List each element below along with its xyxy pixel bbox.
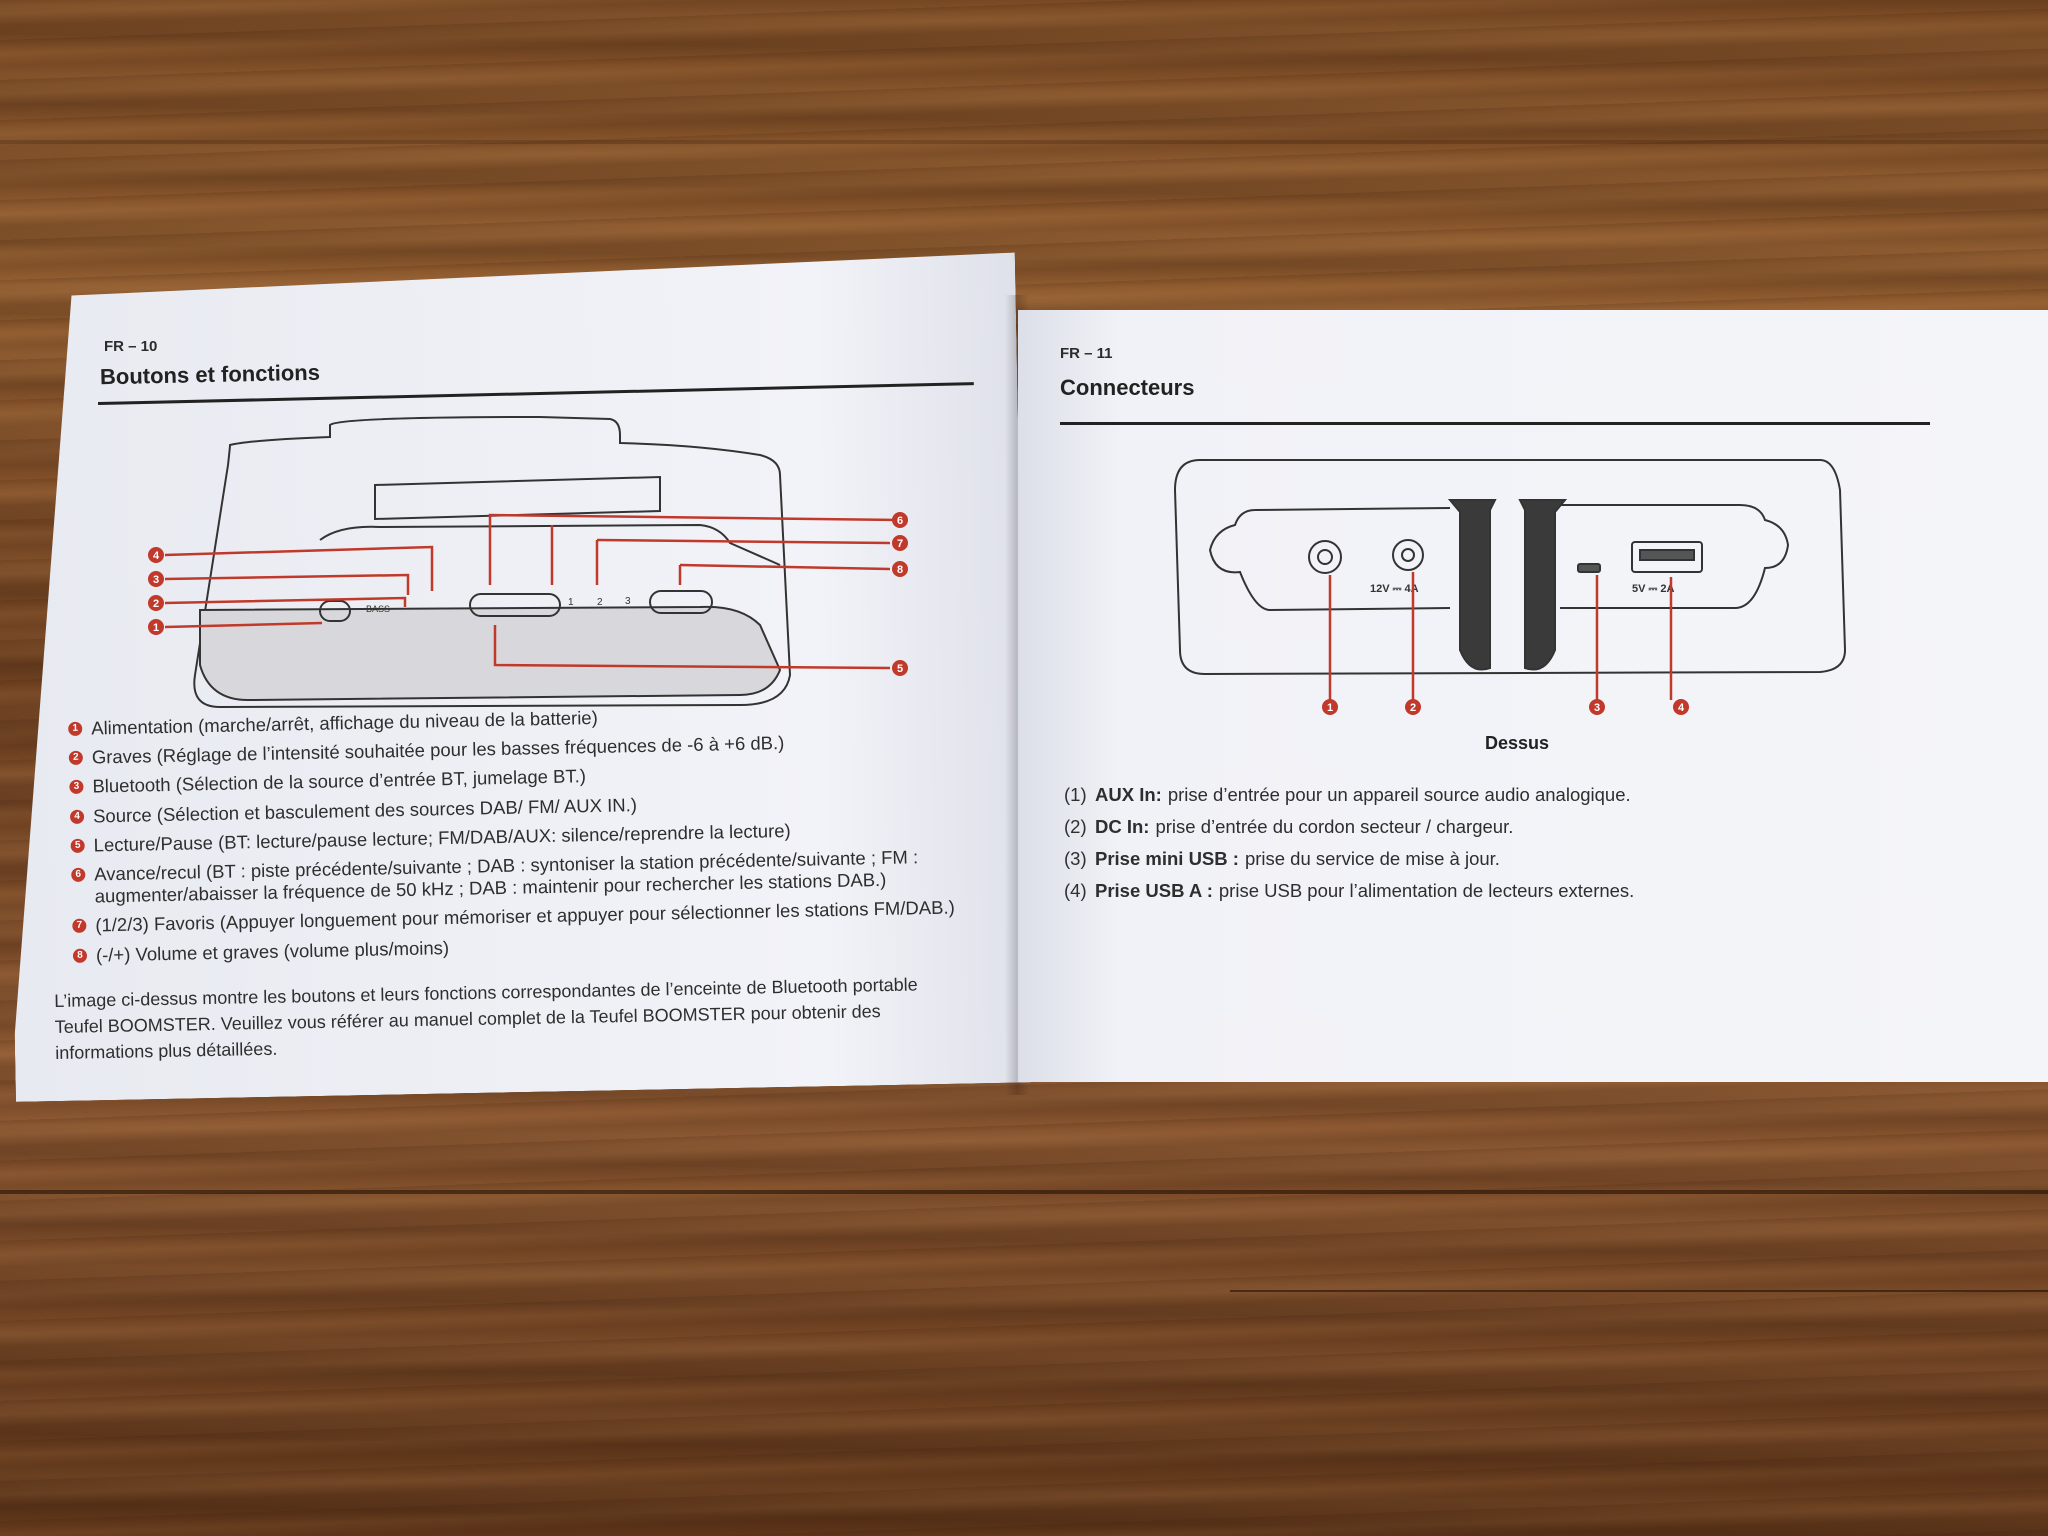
left-folio: FR – 10 [104,338,158,355]
callout-8: 8 [897,564,903,576]
connectors-diagram: 12V ⎓ 4A 5V ⎓ 2A 1 2 3 4 [1173,459,1847,715]
legend-number: 6 [71,867,86,882]
dc-rating-label: 12V ⎓ 4A [1370,583,1419,595]
connector-number: (1) [1064,784,1087,805]
fav-3-label: 3 [625,596,631,607]
connector-number: (4) [1064,880,1087,901]
usb-rating-label: 5V ⎓ 2A [1632,583,1674,595]
right-title-rule [1060,422,1930,425]
callout-2: 2 [153,598,159,610]
connector-row: (4) Prise USB A :prise USB pour l’aliment… [1064,880,1634,902]
callout-3: 3 [153,574,159,586]
right-page-title: Connecteurs [1060,375,1195,400]
speaker-body-drawing [193,415,792,709]
left-description-paragraph: L’image ci-dessus montre les boutons et … [54,971,919,1066]
connector-description: prise du service de mise à jour. [1244,848,1500,869]
legend-number: 7 [72,918,87,934]
callout-1: 1 [153,622,159,634]
connector-description: prise USB pour l’alimentation de lecteur… [1218,880,1635,901]
connector-name: Prise mini USB : [1095,848,1239,869]
legend-number: 1 [68,721,83,736]
connector-row: (2) DC In:prise d’entrée du cordon secteu… [1064,816,1634,838]
legend-text: (-/+) Volume et graves (volume plus/moin… [95,936,450,965]
connector-number: (2) [1064,816,1087,837]
legend-text: Source (Sélection et basculement des sou… [92,793,638,827]
legend-number: 5 [70,838,85,853]
connector-name: AUX In: [1095,784,1162,805]
callout-4: 4 [153,550,160,562]
wood-seam [0,140,2048,144]
connector-name: DC In: [1095,816,1150,837]
bass-button-label: BASS [366,604,390,614]
wood-seam [0,1190,2048,1194]
connector-callout-4: 4 [1678,702,1685,714]
legend-number: 8 [72,948,88,963]
right-folio: FR – 11 [1060,345,1113,362]
callout-5: 5 [897,663,903,675]
connector-row: (1) AUX In:prise d’entrée pour un apparei… [1064,784,1634,806]
diagram-caption: Dessus [1485,733,1550,753]
fav-1-label: 1 [568,597,574,608]
connectors-list: (1) AUX In:prise d’entrée pour un apparei… [1064,784,1634,912]
speaker-buttons-diagram: BASS 1 2 3 1 2 3 4 5 6 7 8 [148,415,908,709]
callout-7: 7 [897,538,903,550]
connector-callout-1: 1 [1327,702,1333,714]
connector-number: (3) [1064,848,1087,869]
wood-seam [1230,1290,2048,1292]
connector-description: prise d’entrée pour un appareil source a… [1167,784,1631,805]
legend-text: Bluetooth (Sélection de la source d’entr… [92,765,587,797]
fav-2-label: 2 [597,597,603,608]
connector-name: Prise USB A : [1095,880,1213,901]
connector-row: (3) Prise mini USB :prise du service de m… [1064,848,1634,870]
legend-number: 4 [69,809,85,824]
left-page-title: Boutons et fonctions [99,359,321,390]
legend-number: 3 [69,780,84,795]
legend-number: 2 [68,750,83,766]
right-page [1018,310,2048,1082]
connector-callout-2: 2 [1410,702,1416,714]
connector-description: prise d’entrée du cordon secteur / charg… [1155,816,1514,837]
callout-6: 6 [897,515,903,527]
connector-callout-3: 3 [1594,702,1600,714]
